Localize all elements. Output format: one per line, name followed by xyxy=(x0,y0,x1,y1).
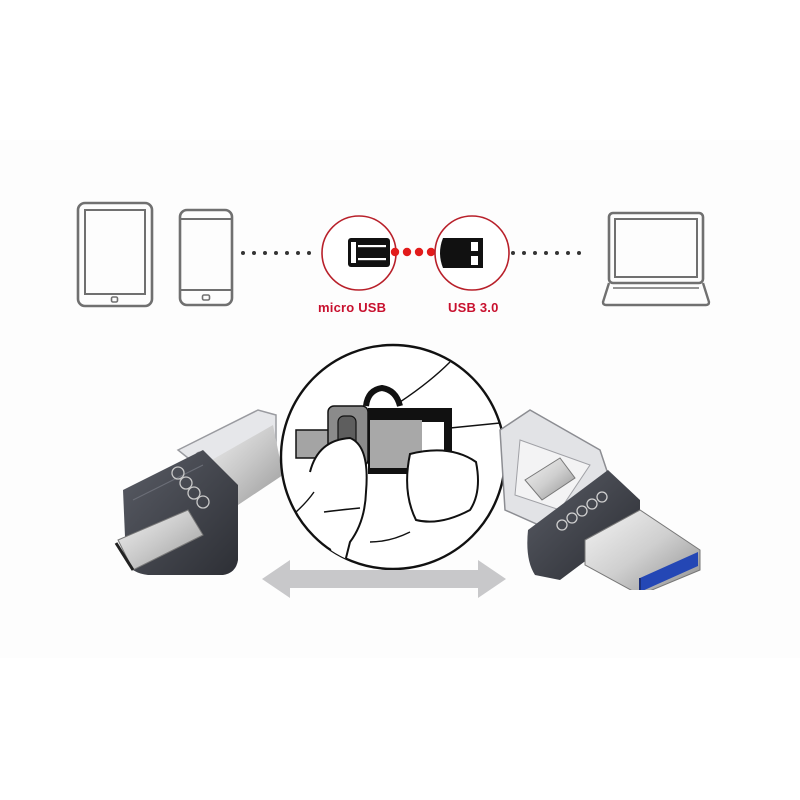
tablet-icon xyxy=(76,201,154,308)
usb-3-connector-icon xyxy=(433,214,511,292)
micro-usb-label: micro USB xyxy=(318,300,387,315)
micro-usb-connector-icon xyxy=(320,214,398,292)
connection-dots-left xyxy=(240,250,318,256)
smartphone-icon xyxy=(178,208,234,307)
laptop-icon xyxy=(601,210,711,307)
left-drive-illustration xyxy=(108,395,298,585)
usb-3-label: USB 3.0 xyxy=(448,300,499,315)
brand-logo xyxy=(556,491,608,531)
brand-logo xyxy=(171,466,210,509)
connection-dots-right xyxy=(510,250,588,256)
thumb-slide-illustration xyxy=(270,342,520,572)
connection-dots-red xyxy=(390,246,438,258)
right-drive-illustration xyxy=(490,400,705,590)
double-headed-arrow xyxy=(262,558,506,600)
